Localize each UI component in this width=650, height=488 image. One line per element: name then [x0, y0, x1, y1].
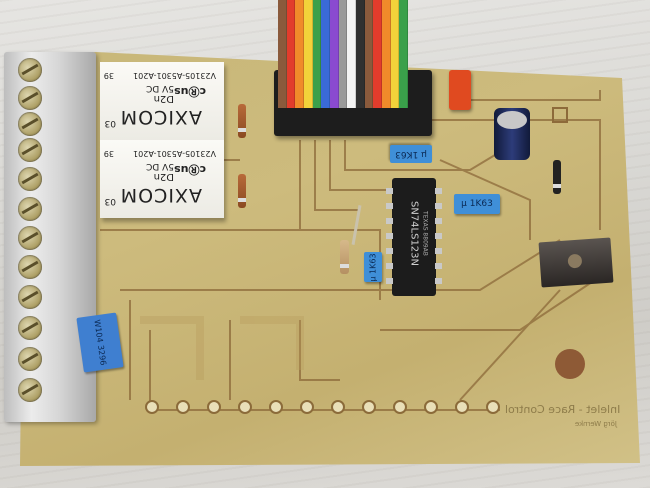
capacitor-label: µ 1K63 — [368, 252, 378, 282]
ic-pin — [386, 218, 393, 224]
relay-code: 39 — [103, 149, 114, 158]
ic-pin — [435, 233, 442, 239]
voltage-regulator — [538, 237, 614, 288]
screw-icon — [18, 167, 42, 191]
ic-pin — [435, 203, 442, 209]
trimpot-label: W104 3296 — [92, 319, 108, 366]
ul-mark: cⓇus — [174, 163, 206, 176]
ribbon-wire — [382, 0, 391, 108]
ic-pin — [435, 188, 442, 194]
ribbon-wire — [399, 0, 409, 108]
relay-part-number: V23105-A5301-A201 — [133, 149, 216, 158]
solder-pad — [145, 400, 159, 414]
solder-pad — [486, 400, 500, 414]
ribbon-wire — [356, 0, 365, 108]
ic-pin — [386, 263, 393, 269]
ribbon-wire — [304, 0, 313, 108]
solder-pad — [424, 400, 438, 414]
screw-icon — [18, 58, 42, 82]
blue-capacitor: µ 1K63 — [454, 194, 500, 214]
relay-code: 39 — [103, 71, 114, 80]
solder-pad — [176, 400, 190, 414]
solder-pad — [393, 400, 407, 414]
diode — [553, 160, 561, 194]
relay-part-number: V23105-A5301-A201 — [133, 71, 216, 80]
relay-brand: AXICOM — [119, 106, 202, 128]
diode — [238, 104, 246, 138]
diode — [238, 174, 246, 208]
ribbon-wire — [364, 0, 374, 108]
relay-voltage: 5V DC — [146, 161, 174, 171]
ic-pin — [386, 278, 393, 284]
relay-code: 03 — [104, 196, 116, 206]
solder-pad — [455, 400, 469, 414]
ul-mark: cⓇus — [174, 85, 206, 98]
capacitor-label: µ 1K63 — [461, 199, 493, 209]
blue-capacitor: µ 1K63 — [390, 145, 432, 163]
relay-1: AXICOM D2n 5V DC V23105-A5301-A201 39 03… — [100, 62, 224, 140]
solder-pad — [269, 400, 283, 414]
ic-pin — [386, 233, 393, 239]
relay-2: AXICOM D2n 5V DC V23105-A5301-A201 39 03… — [100, 140, 224, 218]
ic-pin — [435, 278, 442, 284]
ic-pin — [386, 248, 393, 254]
solder-pad — [238, 400, 252, 414]
screw-icon — [18, 226, 42, 250]
screw-icon — [18, 197, 42, 221]
relay-type: D2n — [153, 171, 174, 182]
ribbon-wire — [321, 0, 331, 108]
blue-capacitor: µ 1K63 — [364, 252, 382, 282]
screw-icon — [18, 316, 42, 340]
screw-icon — [18, 378, 42, 402]
ic-pin — [386, 203, 393, 209]
screw-terminal-block — [4, 52, 96, 422]
board-author: Jörg Wernke — [575, 420, 617, 428]
ribbon-wire — [286, 0, 296, 108]
screw-icon — [18, 112, 42, 136]
ribbon-wire — [373, 0, 383, 108]
solder-pad — [300, 400, 314, 414]
ribbon-wire — [338, 0, 348, 108]
screw-icon — [18, 347, 42, 371]
relay-voltage: 5V DC — [146, 83, 174, 93]
trimpot: W104 3296 — [76, 312, 124, 373]
relay-type: D2n — [153, 93, 174, 104]
ic-pin — [386, 188, 393, 194]
screw-icon — [18, 138, 42, 162]
capacitor-label: µ 1K63 — [395, 149, 427, 159]
screw-icon — [18, 285, 42, 309]
resistor — [340, 240, 349, 274]
ic-pin — [435, 248, 442, 254]
ic-chip: SN74LS123N TEXAS 8809AB — [386, 178, 442, 296]
jumper — [449, 70, 471, 110]
ribbon-wire — [347, 0, 357, 108]
ribbon-wire — [312, 0, 322, 108]
screw-icon — [18, 255, 42, 279]
solder-pad — [362, 400, 376, 414]
copper-pad-large — [555, 349, 585, 379]
board-title: Inlelet - Race Control — [505, 403, 621, 416]
ribbon-wire — [390, 0, 400, 108]
solder-pad — [207, 400, 221, 414]
ic-pin — [435, 263, 442, 269]
ribbon-wire — [295, 0, 305, 108]
ribbon-wire — [330, 0, 339, 108]
ic-pin — [435, 218, 442, 224]
solder-pad — [331, 400, 345, 414]
relay-code: 03 — [104, 118, 116, 128]
relay-brand: AXICOM — [119, 184, 202, 206]
ic-part-number: SN74LS123N — [408, 200, 420, 267]
ic-maker: TEXAS 8809AB — [421, 211, 429, 256]
electrolytic-capacitor — [494, 108, 530, 160]
ribbon-cable — [278, 0, 409, 108]
screw-icon — [18, 86, 42, 110]
ribbon-wire — [278, 0, 287, 108]
